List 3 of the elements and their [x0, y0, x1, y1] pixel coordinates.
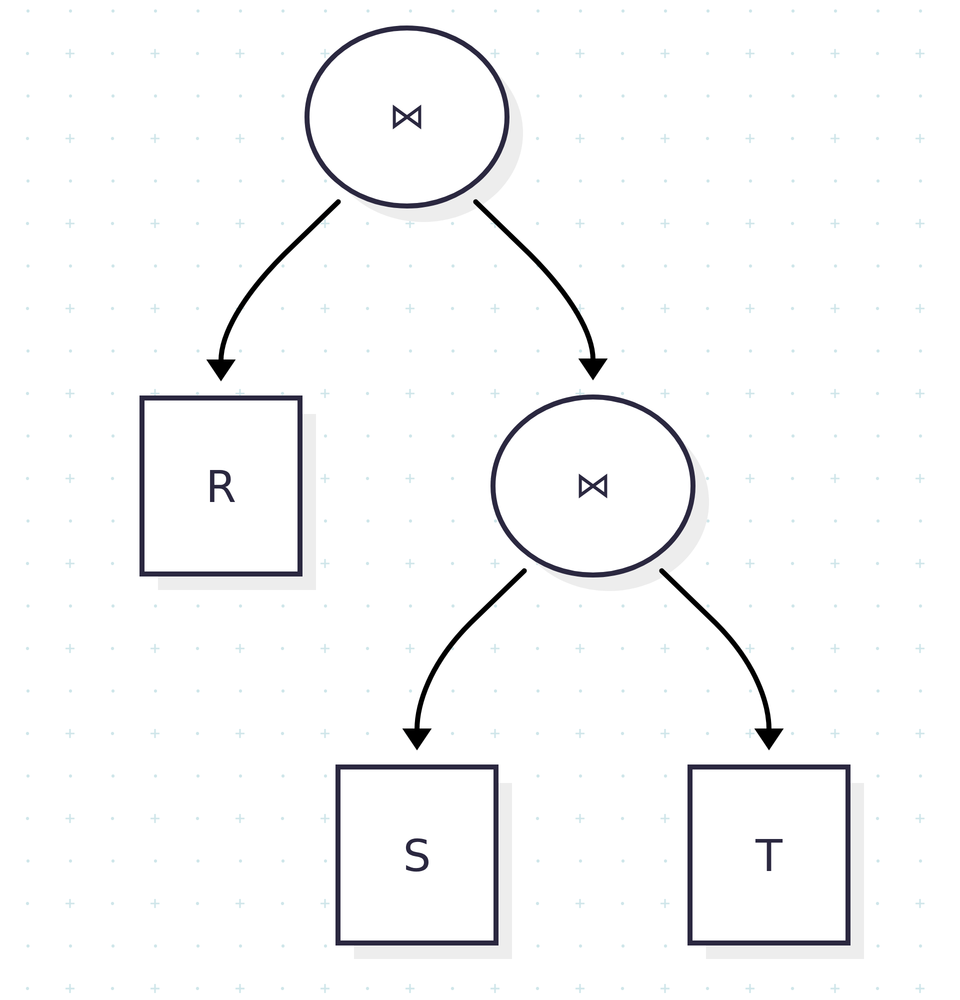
relation-box: S	[336, 764, 512, 959]
relation-box: R	[140, 396, 316, 590]
relation-box: T	[688, 764, 864, 959]
